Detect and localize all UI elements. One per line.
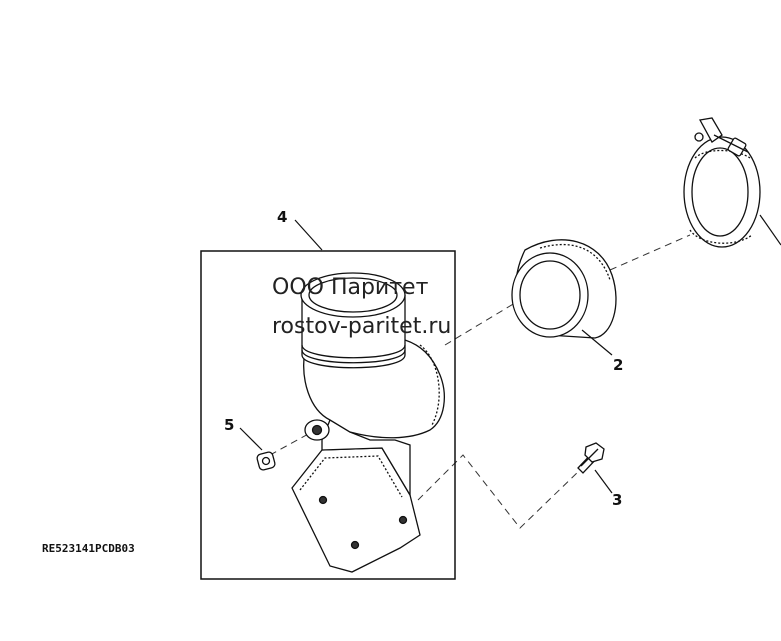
- callout-leaders: [239, 214, 781, 494]
- elbow-inset-frame: [200, 250, 456, 580]
- hex-nut: [256, 451, 276, 471]
- diagram-reference-code: RE523141PCDB03: [42, 542, 135, 555]
- callout-3: 3: [612, 491, 622, 509]
- hex-bolt: [577, 442, 605, 474]
- exhaust-elbow: [291, 272, 445, 573]
- watermark-url: rostov-paritet.ru: [272, 314, 451, 339]
- watermark-company: ООО Паритет: [272, 275, 429, 300]
- callout-2: 2: [613, 356, 623, 374]
- seal-ring: [511, 239, 617, 339]
- band-clamp: [683, 117, 761, 248]
- callout-5: 5: [224, 416, 234, 434]
- assembly-guide-lines: [269, 234, 691, 529]
- callout-4: 4: [277, 208, 287, 226]
